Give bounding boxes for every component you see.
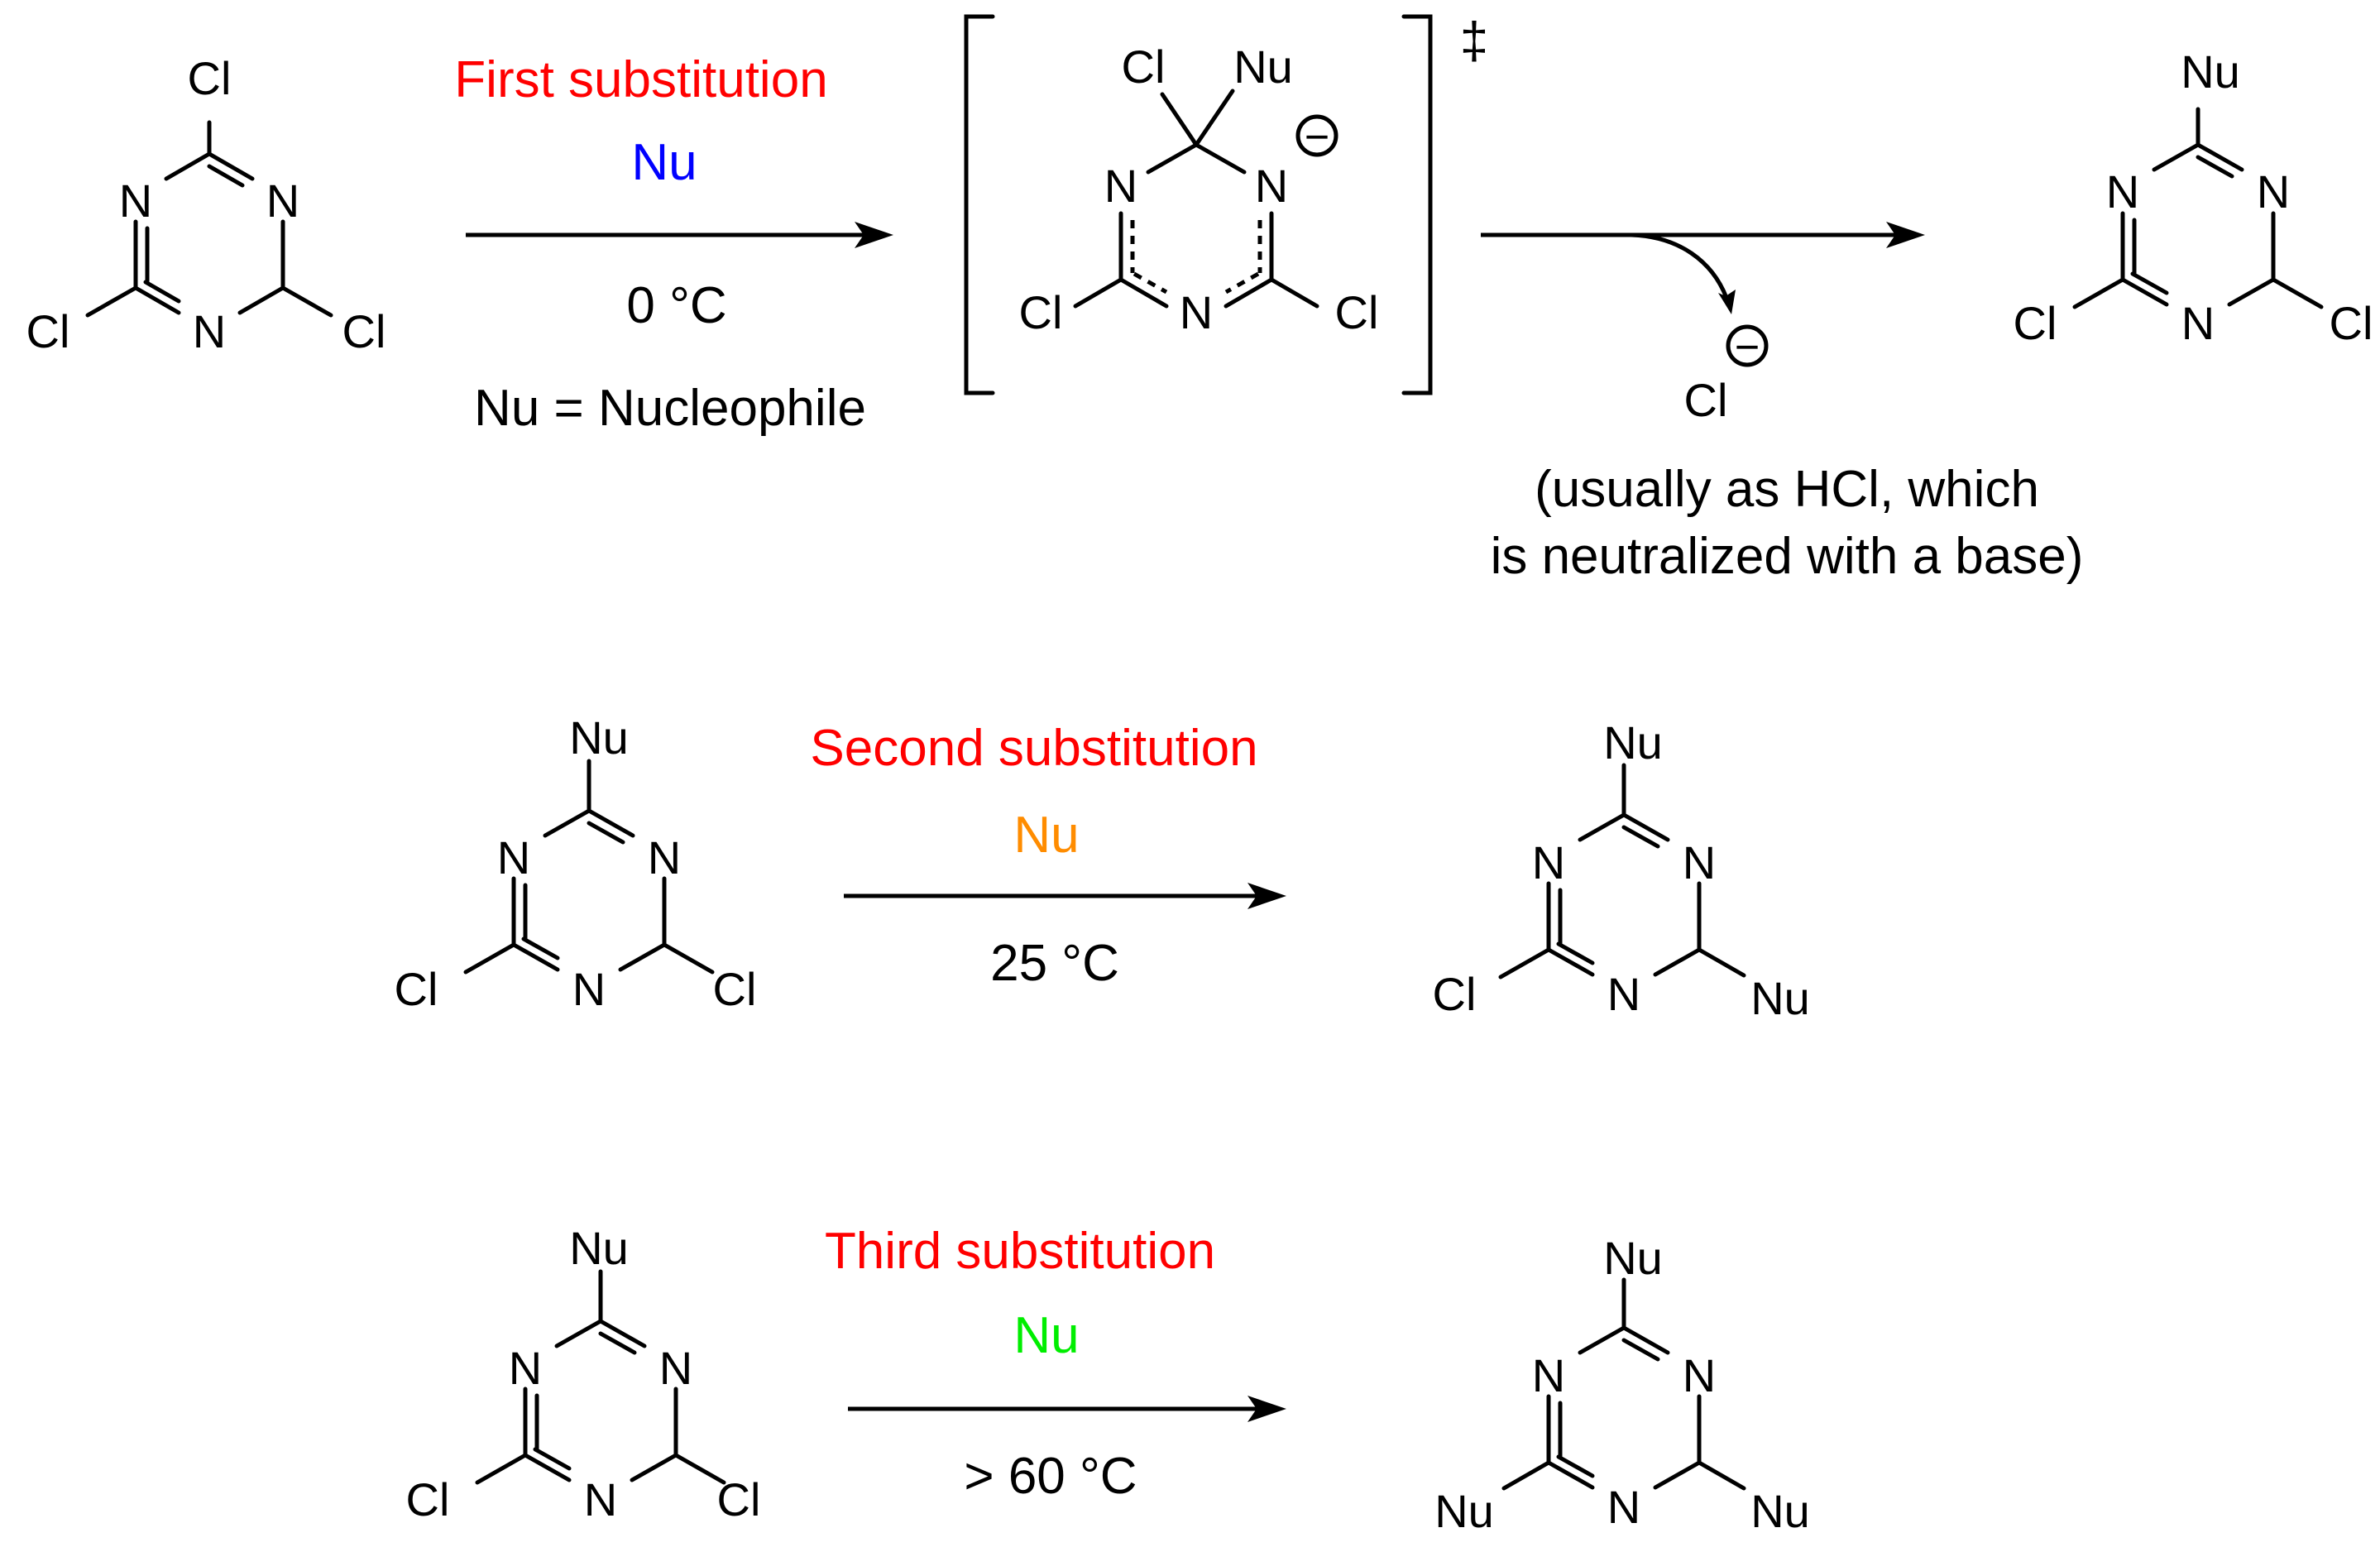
step2-conditions: Second substitution Nu 25 °C	[810, 720, 1286, 992]
atom-nu: Nu	[1603, 1232, 1663, 1284]
arrow-head	[1247, 1396, 1286, 1422]
disubstituted-triazine-reactant: Nu N N N Cl Cl	[406, 1222, 761, 1525]
step1-heading: First substitution	[454, 51, 827, 108]
step1-reagent: Nu	[631, 134, 697, 191]
atom-cl: Cl	[1335, 286, 1379, 338]
step2-condition: 25 °C	[990, 935, 1119, 992]
arrow-head	[1247, 883, 1286, 909]
atom-n: N	[1255, 160, 1288, 212]
transition-state-symbol: ‡	[1460, 12, 1488, 69]
atom-n: N	[497, 831, 530, 884]
leaving-note-line2: is neutralized with a base)	[1491, 528, 2084, 585]
meisenheimer-intermediate: ‡ Cl Nu N N N Cl Cl −	[964, 12, 1488, 395]
atom-cl: Cl	[717, 1473, 761, 1525]
atom-n: N	[1104, 160, 1137, 212]
step1-conditions: First substitution Nu 0 °C Nu = Nucleoph…	[454, 51, 893, 437]
negative-charge-sign: −	[1305, 113, 1329, 161]
atom-nu: Nu	[1750, 972, 1810, 1024]
atom-cl: Cl	[1019, 286, 1063, 338]
step2-heading: Second substitution	[810, 720, 1257, 777]
atom-n: N	[119, 175, 152, 227]
atom-n: N	[509, 1342, 542, 1394]
atom-cl: Cl	[406, 1473, 450, 1525]
atom-nu: Nu	[1750, 1485, 1810, 1537]
atom-n: N	[1683, 836, 1716, 888]
atom-n: N	[2257, 165, 2290, 218]
disubstituted-triazine-product: Nu N N N Cl Nu	[1433, 716, 1810, 1024]
atom-cl: Cl	[1433, 968, 1477, 1020]
step3-conditions: Third substitution Nu > 60 °C	[825, 1223, 1286, 1505]
atom-nu: Nu	[1233, 41, 1293, 93]
atom-n: N	[648, 831, 681, 884]
atom-n: N	[659, 1342, 692, 1394]
atom-nu: Nu	[1603, 716, 1663, 769]
atom-cl: Cl	[1122, 41, 1166, 93]
negative-charge-circle	[1295, 114, 1338, 157]
atom-n: N	[1607, 968, 1640, 1020]
step1-definition: Nu = Nucleophile	[474, 380, 866, 437]
atom-n: N	[193, 305, 226, 357]
atom-cl: Cl	[713, 963, 757, 1015]
atom-cl: Cl	[26, 305, 70, 357]
atom-nu: Nu	[569, 1222, 629, 1274]
atom-n: N	[2181, 297, 2215, 349]
monosubstituted-triazine-product: Nu N N N Cl Cl	[2014, 46, 2373, 349]
arrow-head	[855, 222, 893, 248]
arrow-head	[1886, 222, 1925, 248]
trisubstituted-triazine-product: Nu N N N Nu Nu	[1434, 1232, 1810, 1537]
monosubstituted-triazine-reactant: Nu N N N Cl Cl	[395, 711, 757, 1015]
atom-n: N	[1532, 836, 1565, 888]
curved-arrow	[1629, 232, 1729, 300]
step3-condition: > 60 °C	[964, 1448, 1137, 1505]
negative-charge-sign: −	[1735, 323, 1760, 371]
atom-cl: Cl	[395, 963, 438, 1015]
negative-charge-circle	[1726, 324, 1769, 367]
atom-n: N	[266, 175, 299, 227]
step3-heading: Third substitution	[825, 1223, 1215, 1280]
atom-n: N	[1532, 1349, 1565, 1401]
atom-nu: Nu	[1434, 1485, 1494, 1537]
atom-cl: Cl	[2330, 297, 2373, 349]
atom-n: N	[572, 963, 606, 1015]
right-bracket	[1401, 14, 1433, 395]
atom-n: N	[1180, 286, 1213, 338]
atom-cl: Cl	[342, 305, 386, 357]
atom-n: N	[2106, 165, 2139, 218]
atom-cl: Cl	[188, 52, 232, 104]
atom-n: N	[584, 1473, 617, 1525]
left-bracket	[964, 14, 995, 395]
atom-n: N	[1683, 1349, 1716, 1401]
curved-arrow-head	[1718, 290, 1736, 314]
atom-n: N	[1607, 1481, 1640, 1533]
atom-nu: Nu	[2181, 46, 2240, 98]
elimination-step: Cl − (usually as HCl, which is neutraliz…	[1481, 222, 2083, 585]
step3-reagent: Nu	[1013, 1307, 1079, 1364]
leaving-chloride: Cl	[1684, 374, 1728, 426]
cyanuric-chloride-molecule: Cl N N N Cl Cl	[26, 52, 386, 357]
atom-nu: Nu	[569, 711, 629, 764]
step2-reagent: Nu	[1013, 807, 1079, 864]
atom-cl: Cl	[2014, 297, 2057, 349]
step1-condition: 0 °C	[626, 277, 726, 334]
leaving-note-line1: (usually as HCl, which	[1535, 461, 2039, 518]
